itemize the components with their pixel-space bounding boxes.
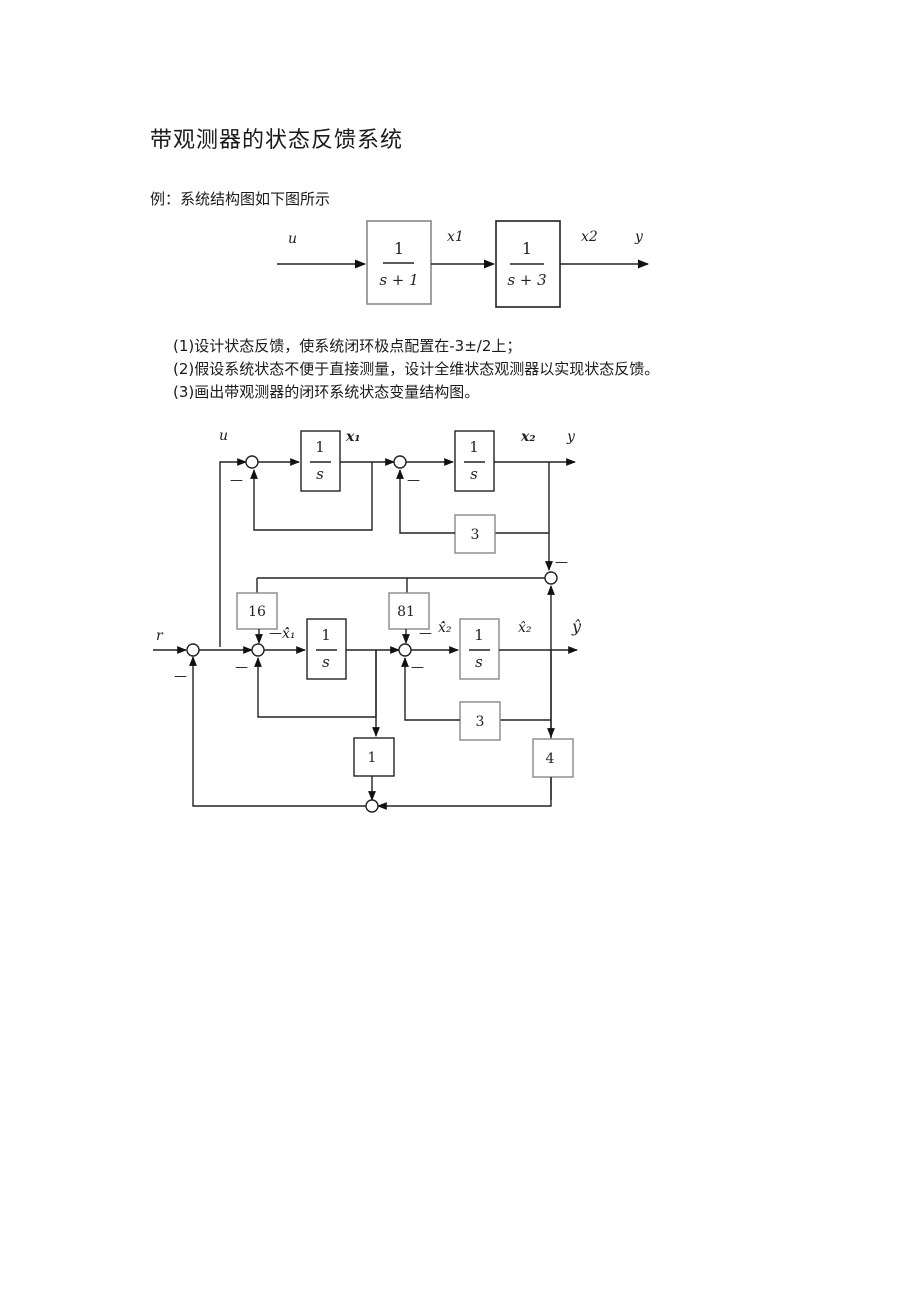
obs-int1-num: 1 — [321, 626, 331, 644]
minus-error-sum: — — [555, 555, 568, 570]
u-path-to-plant — [219, 458, 247, 647]
gain-l2-label: 81 — [397, 604, 415, 620]
d2-r-label: r — [156, 628, 164, 644]
gain-k1-box — [353, 737, 395, 777]
minus-plant-sum2: — — [407, 473, 420, 488]
question-3: (3)画出带观测器的闭环系统状态变量结构图。 — [173, 383, 480, 401]
minus-obs-sum2-bottom: — — [411, 660, 424, 675]
xhat2-label: x̂₂ — [518, 620, 532, 636]
gain-l2-box — [388, 592, 430, 630]
feedback-sum — [365, 799, 379, 813]
xhat2-dot-label: x̂̇₂ — [438, 620, 452, 636]
minus-plant-sum1: — — [230, 473, 243, 488]
gain-l1-label: 16 — [248, 604, 266, 620]
page-title: 带观测器的状态反馈系统 — [150, 128, 404, 153]
observer-sum-2 — [398, 643, 412, 657]
plant-x1-self-feedback — [250, 462, 373, 531]
plant-gain-3-box — [454, 514, 496, 554]
observer-integrator-1 — [306, 618, 347, 680]
d1-block2-den: s + 3 — [507, 271, 546, 289]
minus-obs-sum2-top: — — [419, 626, 432, 641]
plant-integrator-1 — [300, 430, 341, 492]
minus-reference-sum: — — [174, 669, 187, 684]
gain-l1-box — [236, 592, 278, 630]
open-loop-diagram — [277, 220, 650, 308]
plant-gain-3-label: 3 — [471, 527, 480, 543]
xhat1-dot-label: x̂̇₁ — [282, 626, 296, 642]
d2-y-label: y — [566, 429, 576, 445]
plant-int1-den: s — [316, 465, 324, 483]
d2-x2-label: x₂ — [520, 429, 535, 445]
obs-gain3-feedback — [401, 657, 460, 721]
minus-obs-sum1-bottom: — — [235, 660, 248, 675]
observer-gain-3-box — [459, 701, 501, 741]
plant-int2-num: 1 — [469, 438, 479, 456]
d1-block1-num: 1 — [394, 239, 404, 258]
obs-int1-den: s — [322, 653, 330, 671]
example-text: 例：系统结构图如下图所示 — [150, 190, 331, 208]
observer-diagram — [153, 430, 578, 813]
obs-int2-num: 1 — [474, 626, 484, 644]
plant-int1-num: 1 — [315, 438, 325, 456]
d1-state2-label: x2 — [581, 229, 598, 245]
gain-k1-label: 1 — [368, 750, 377, 766]
plant-sum-1 — [245, 455, 259, 469]
plant-gain3-feedback — [396, 469, 455, 534]
d2-x1-label: x₁ — [345, 429, 360, 445]
yhat-label: ŷ — [571, 617, 582, 636]
observer-gain-3-label: 3 — [476, 714, 485, 730]
obs-int2-den: s — [475, 653, 483, 671]
question-list: (1)设计状态反馈，使系统闭环极点配置在-3±/2上； (2)假设系统状态不便于… — [173, 335, 659, 404]
d2-u-label: u — [219, 428, 228, 444]
d1-input-label: u — [288, 231, 297, 247]
plant-int2-den: s — [470, 465, 478, 483]
k2-to-feedback-sum — [377, 777, 552, 810]
feedback-to-reference-sum — [189, 656, 366, 807]
minus-obs-sum1-top: — — [269, 626, 282, 641]
plant-integrator-2 — [454, 430, 495, 492]
question-2: (2)假设系统状态不便于直接测量，设计全维状态观测器以实现状态反馈。 — [173, 360, 660, 378]
d1-block1-den: s + 1 — [379, 271, 418, 289]
plant-sum-2 — [393, 455, 407, 469]
gain-k2-box — [532, 738, 574, 778]
question-1: (1)设计状态反馈，使系统闭环极点配置在-3±/2上； — [173, 337, 522, 355]
observer-integrator-2 — [459, 618, 500, 680]
observer-sum-1 — [251, 643, 265, 657]
d1-state1-label: x1 — [447, 229, 464, 245]
d1-block2-num: 1 — [522, 239, 532, 258]
output-error-sum — [544, 571, 558, 585]
reference-sum — [186, 643, 200, 657]
d1-output-label: y — [634, 229, 644, 245]
gain-k2-label: 4 — [546, 751, 555, 767]
